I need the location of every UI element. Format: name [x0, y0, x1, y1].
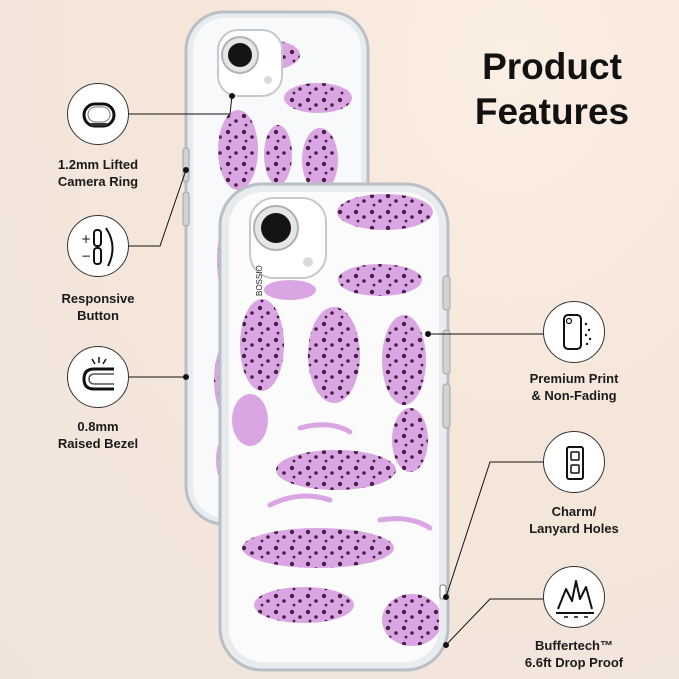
raised-bezel-label-line-2: Raised Bezel: [57, 436, 139, 451]
drop-proof-label: Buffertech™ 6.6ft Drop Proof: [504, 637, 644, 671]
responsive-button-label-line-2: Button: [77, 308, 119, 323]
front-leopard-pattern: [232, 194, 439, 646]
lanyard-holes-label-line-1: Charm/: [551, 504, 597, 519]
callout-drop-line: [445, 598, 546, 646]
premium-print-icon: [543, 301, 605, 363]
raised-bezel-label: 0.8mm Raised Bezel: [28, 418, 168, 452]
premium-print-label-line-1: Premium Print: [529, 371, 619, 386]
camera-ring-label: 1.2mm Lifted Camera Ring: [28, 156, 168, 190]
lanyard-holes-label: Charm/ Lanyard Holes: [504, 503, 644, 537]
raised-bezel-icon: [67, 346, 129, 408]
callout-holes-line: [445, 461, 546, 598]
brand-mark: BOSSIO: [255, 265, 264, 296]
responsive-button-label-line-1: Responsive: [61, 291, 135, 306]
svg-text:−: −: [81, 249, 91, 263]
lanyard-holes-icon: [543, 431, 605, 493]
title-line-2: Features: [474, 91, 630, 132]
premium-print-label-line-2: & Non-Fading: [531, 388, 617, 403]
lanyard-holes-label-line-2: Lanyard Holes: [529, 521, 619, 536]
svg-text:+: +: [81, 232, 91, 246]
front-phone: BOSSIO: [218, 182, 451, 672]
page-title: Product Features: [462, 44, 642, 134]
raised-bezel-label-line-1: 0.8mm: [77, 419, 119, 434]
camera-ring-icon: [67, 83, 129, 145]
callout-lines: [128, 93, 546, 648]
callout-camera-line: [128, 95, 233, 115]
drop-proof-label-line-1: Buffertech™: [534, 638, 613, 653]
drop-proof-icon: [543, 566, 605, 628]
callout-button-line: [128, 169, 187, 247]
premium-print-label: Premium Print & Non-Fading: [504, 370, 644, 404]
responsive-button-icon: + −: [67, 215, 129, 277]
responsive-button-label: Responsive Button: [28, 290, 168, 324]
camera-ring-label-line-2: Camera Ring: [57, 174, 139, 189]
camera-ring-label-line-1: 1.2mm Lifted: [57, 157, 139, 172]
drop-proof-label-line-2: 6.6ft Drop Proof: [524, 655, 624, 670]
title-line-1: Product: [482, 46, 622, 87]
